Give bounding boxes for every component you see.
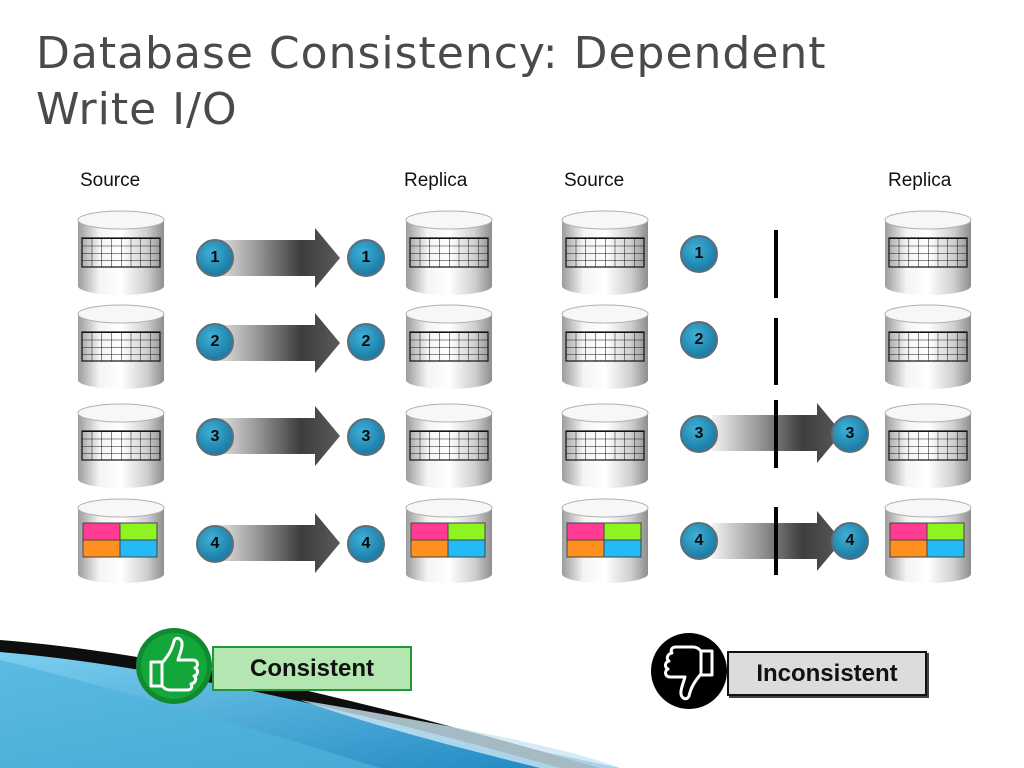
right-source-write-2-badge: 2 <box>680 321 718 359</box>
title-line-2: Write I/O <box>36 84 238 135</box>
right-replica-label: Replica <box>888 170 952 191</box>
right-source-write-4-badge: 4 <box>680 522 718 560</box>
title-line-1: Database Consistency: Dependent <box>36 28 827 79</box>
left-source-db-3-icon <box>77 403 165 489</box>
inconsistent-text: Inconsistent <box>756 659 898 687</box>
left-replica-db-3-icon <box>405 403 493 489</box>
right-source-label: Source <box>564 170 625 191</box>
right-replica-db-3-icon <box>884 403 972 489</box>
consistent-text: Consistent <box>249 654 374 682</box>
left-replica-db-2-icon <box>405 304 493 390</box>
left-source-write-1-badge: 1 <box>196 239 234 277</box>
right-source-db-2-icon <box>561 304 649 390</box>
left-source-label: Source <box>80 170 141 191</box>
right-source-db-3-icon <box>561 403 649 489</box>
left-replica-label: Replica <box>404 170 468 191</box>
left-replica-db-1-icon <box>405 210 493 296</box>
right-replica-db-2-icon <box>884 304 972 390</box>
left-source-write-3-badge: 3 <box>196 418 234 456</box>
right-source-write-1-badge: 1 <box>680 235 718 273</box>
right-source-db-1-icon <box>561 210 649 296</box>
inconsistent-status-label: Inconsistent <box>727 651 927 696</box>
consistent-status-label: Consistent <box>212 646 412 691</box>
left-source-db-4-icon <box>77 498 165 584</box>
thumbs-up-icon <box>136 628 212 704</box>
slide-title: Database Consistency: Dependent Write I/… <box>36 26 827 138</box>
left-replica-db-4-icon <box>405 498 493 584</box>
left-source-db-2-icon <box>77 304 165 390</box>
left-replica-write-1-badge: 1 <box>347 239 385 277</box>
right-replica-write-4-badge: 4 <box>831 522 869 560</box>
thumbs-down-icon <box>651 633 727 709</box>
left-replica-write-4-badge: 4 <box>347 525 385 563</box>
right-replica-db-1-icon <box>884 210 972 296</box>
left-replica-write-2-badge: 2 <box>347 323 385 361</box>
right-source-db-4-icon <box>561 498 649 584</box>
right-source-write-3-badge: 3 <box>680 415 718 453</box>
left-source-db-1-icon <box>77 210 165 296</box>
left-source-write-2-badge: 2 <box>196 323 234 361</box>
right-replica-write-3-badge: 3 <box>831 415 869 453</box>
right-replica-db-4-icon <box>884 498 972 584</box>
left-source-write-4-badge: 4 <box>196 525 234 563</box>
left-replica-write-3-badge: 3 <box>347 418 385 456</box>
